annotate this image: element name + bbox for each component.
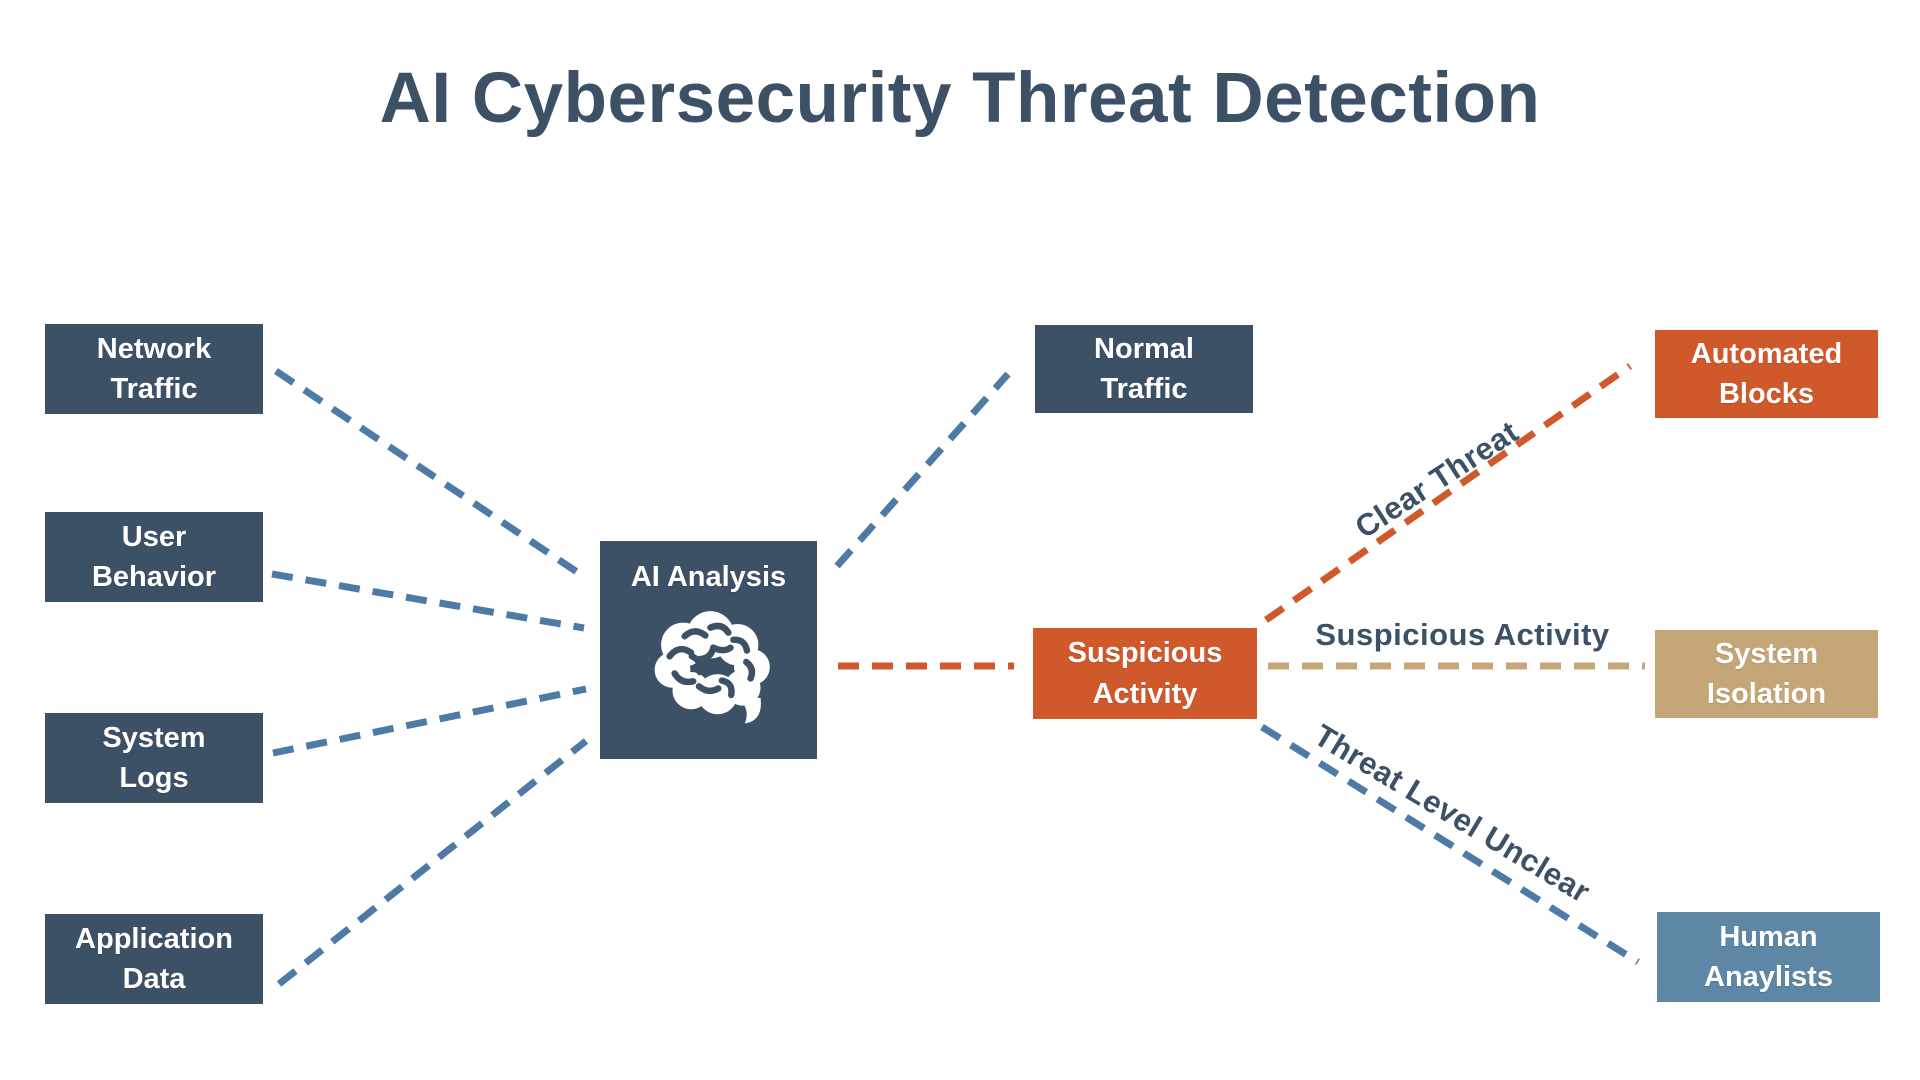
node-suspicious-activity: Suspicious Activity: [1033, 628, 1257, 719]
node-label-line: User: [121, 520, 187, 553]
node-human-analysts: Human Anaylists: [1657, 912, 1880, 1002]
edge-threat-level-unclear: [1260, 724, 1640, 965]
node-label-line: Behavior: [91, 561, 217, 593]
node-label-line: Suspicious: [1067, 637, 1223, 670]
edge-application-data-to-ai: [276, 738, 589, 987]
node-label-line: Logs: [119, 762, 189, 794]
page-title: AI Cybersecurity Threat Detection: [379, 59, 1541, 138]
node-system-isolation: System Isolation: [1655, 630, 1878, 718]
node-normal-traffic: Normal Traffic: [1035, 325, 1253, 413]
node-label-line: Application: [75, 922, 233, 955]
node-label-line: System: [1714, 637, 1819, 670]
ai-analysis-label: AI Analysis: [630, 561, 787, 593]
node-label-line: Data: [122, 963, 186, 995]
node-user-behavior: User Behavior: [45, 512, 263, 602]
brain-icon: [654, 611, 770, 724]
edge-clear-threat: [1263, 363, 1633, 623]
node-application-data: Application Data: [45, 914, 263, 1004]
node-automated-blocks: Automated Blocks: [1655, 330, 1878, 418]
node-label-line: Normal: [1094, 332, 1194, 365]
node-label-line: Automated: [1690, 337, 1843, 370]
edge-ai-to-normal-traffic: [834, 371, 1011, 569]
node-label-line: Isolation: [1706, 678, 1827, 710]
node-label-line: Anaylists: [1704, 961, 1833, 993]
node-label-line: Human: [1719, 920, 1818, 953]
edge-network-traffic-to-ai: [274, 368, 588, 581]
edge-system-logs-to-ai: [272, 685, 587, 757]
node-ai-analysis: AI Analysis: [600, 541, 817, 759]
node-label-line: Network: [96, 332, 212, 365]
node-label-line: Activity: [1092, 677, 1198, 710]
edge-user-behavior-to-ai: [271, 570, 585, 632]
node-network-traffic: Network Traffic: [45, 324, 263, 414]
edge-label-suspicious-activity: Suspicious Activity: [1315, 617, 1610, 652]
node-label-line: Traffic: [110, 373, 198, 405]
node-label-line: Traffic: [1100, 373, 1188, 405]
node-label-line: System: [102, 721, 206, 754]
node-label-line: Blocks: [1718, 378, 1815, 410]
node-system-logs: System Logs: [45, 713, 263, 803]
